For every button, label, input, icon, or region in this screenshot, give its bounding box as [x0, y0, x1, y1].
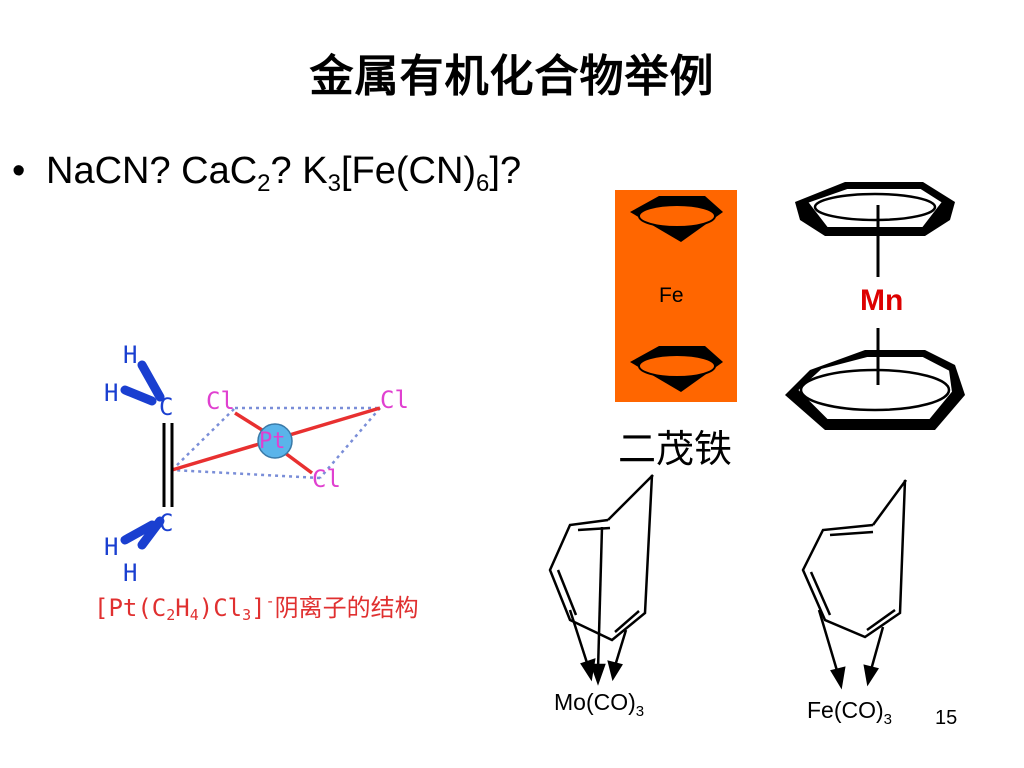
fe-carbonyl-label: Fe(CO)3 [807, 697, 892, 725]
bullet-text-2: ? K [270, 150, 328, 192]
pt-complex-structure: H H C C H H Cl Cl Cl Pt [Pt(C2H4)Cl3]-阴离… [94, 341, 419, 624]
fe-carbonyl-ring [801, 479, 908, 639]
mo-complex-label: Mo(CO)3 [554, 689, 644, 720]
bullet-compounds: • NaCN? CaC2? K3[Fe(CN)6]? [12, 150, 522, 196]
atom-pt: Pt [259, 429, 286, 454]
c-c-double-bond [162, 423, 174, 507]
mo-ring [548, 474, 654, 642]
page-number: 15 [935, 707, 958, 729]
atom-c-2: C [159, 509, 173, 537]
mo-complex-structure: Mo(CO)3 [548, 474, 654, 720]
ferrocene-caption: 二茂铁 [618, 427, 733, 471]
bullet-text-4: ]? [489, 150, 522, 192]
atom-cl-3: Cl [312, 465, 341, 493]
mn-ring-bottom [785, 350, 965, 430]
bullet-sub-3: 6 [476, 170, 490, 197]
fe-carbonyl-arrows [817, 609, 885, 690]
atom-h-3: H [104, 533, 118, 561]
atom-h-4: H [123, 559, 137, 587]
cp-ring-top [630, 196, 723, 242]
ferrocene-metal: Fe [659, 284, 684, 307]
pt-dashed-outline [171, 406, 381, 480]
slide-title: 金属有机化合物举例 [309, 51, 715, 102]
bullet-sub-2: 3 [327, 170, 341, 197]
atom-cl-1: Cl [206, 387, 235, 415]
mn-ring-top [795, 182, 955, 236]
bullet-text-1: NaCN? CaC [46, 150, 258, 192]
atom-h-1: H [123, 341, 137, 369]
mn-metal: Mn [860, 284, 903, 317]
atom-c-1: C [159, 393, 173, 421]
atom-cl-2: Cl [380, 386, 409, 414]
mn-sandwich-structure: Mn [785, 182, 965, 430]
atom-h-2: H [104, 379, 118, 407]
cp-ring-bottom [630, 346, 723, 392]
pt-complex-caption: [Pt(C2H4)Cl3]-阴离子的结构 [94, 592, 419, 624]
bullet-text-3: [Fe(CN) [340, 150, 477, 192]
ferrocene-structure: Fe [615, 190, 737, 402]
pt-atom [257, 423, 293, 459]
c-h-bonds [120, 360, 165, 550]
bullet-symbol: • [12, 150, 26, 192]
fe-carbonyl-structure: Fe(CO)3 [801, 479, 908, 725]
mo-arrows [568, 526, 628, 686]
bullet-sub-1: 2 [257, 170, 271, 197]
